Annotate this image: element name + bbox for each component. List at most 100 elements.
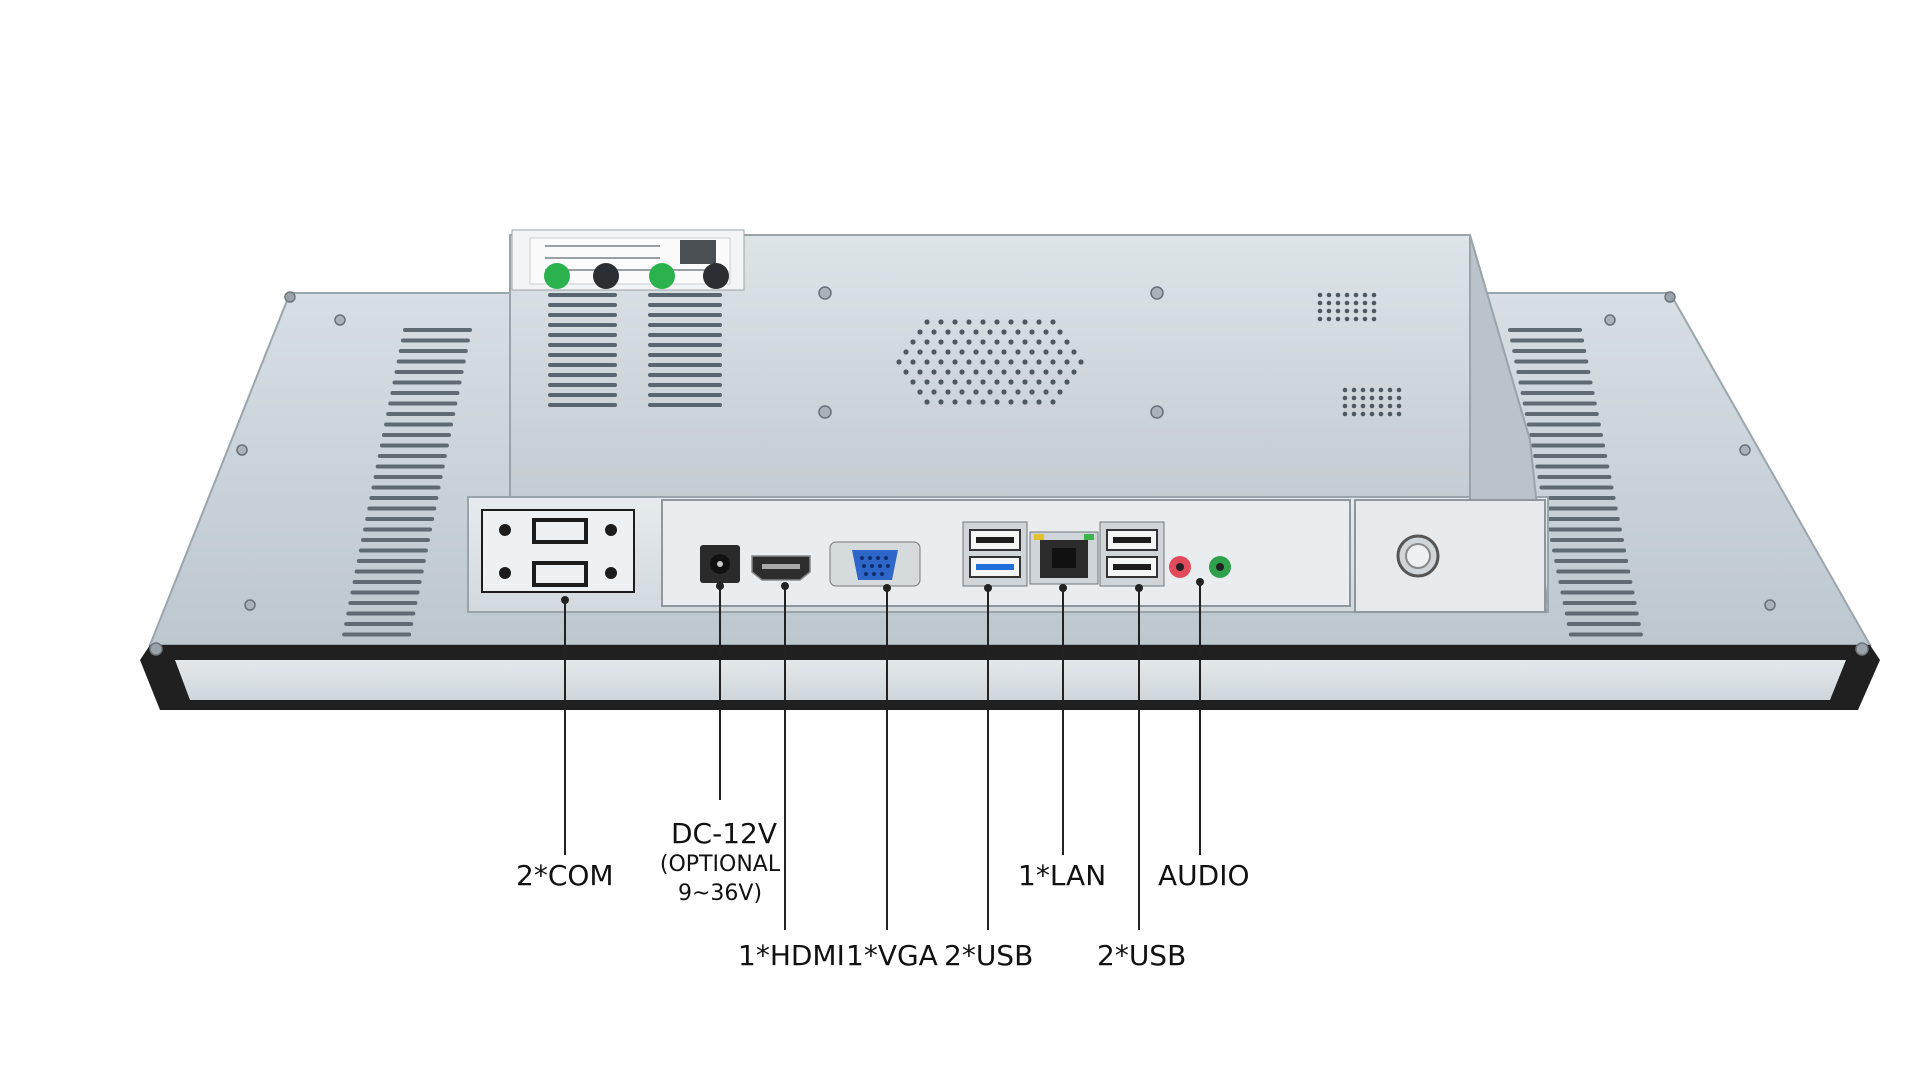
grille-hole <box>1008 339 1014 345</box>
grille-hole <box>1360 411 1366 417</box>
grille-hole <box>917 329 923 335</box>
grille-hole <box>1396 387 1402 393</box>
grille-hole <box>1335 308 1341 314</box>
dc-optional-line2: 9~36V) <box>677 881 763 906</box>
grille-hole <box>931 329 937 335</box>
grille-hole <box>1008 399 1014 405</box>
grille-hole <box>910 339 916 345</box>
grille-hole <box>1050 319 1056 325</box>
grille-hole <box>1036 359 1042 365</box>
grille-hole <box>910 359 916 365</box>
grille-hole <box>924 339 930 345</box>
dc-power-callout-label: DC-12V <box>671 817 777 850</box>
lan-port <box>1029 531 1099 585</box>
grille-hole <box>910 379 916 385</box>
com-ports <box>481 509 635 593</box>
usb-ports-right <box>1099 521 1165 587</box>
grille-hole <box>952 379 958 385</box>
grille-hole <box>1344 292 1350 298</box>
grille-hole <box>945 369 951 375</box>
hdmi-port <box>751 555 811 581</box>
grille-hole <box>924 319 930 325</box>
grille-hole <box>1022 399 1028 405</box>
grille-hole <box>1036 399 1042 405</box>
grille-hole <box>1317 300 1323 306</box>
grille-hole <box>1057 349 1063 355</box>
side-grille <box>1317 292 1402 417</box>
grille-hole <box>1378 403 1384 409</box>
grille-hole <box>1064 379 1070 385</box>
grille-hole <box>945 389 951 395</box>
grille-hole <box>1078 359 1084 365</box>
grille-hole <box>959 369 965 375</box>
grille-hole <box>931 369 937 375</box>
grille-hole <box>1342 411 1348 417</box>
grille-hole <box>945 329 951 335</box>
callout-lines <box>564 580 1201 930</box>
grille-hole <box>1371 308 1377 314</box>
grille-hole <box>1015 329 1021 335</box>
callout-dots <box>561 578 1204 604</box>
grille-hole <box>938 399 944 405</box>
grille-hole <box>1015 389 1021 395</box>
grille-hole <box>1360 403 1366 409</box>
grille-hole <box>1317 308 1323 314</box>
grille-hole <box>973 389 979 395</box>
grille-hole <box>1317 316 1323 322</box>
grille-hole <box>959 329 965 335</box>
grille-hole <box>987 389 993 395</box>
power-button <box>1396 534 1440 578</box>
grille-hole <box>1071 369 1077 375</box>
grille-hole <box>1369 403 1375 409</box>
grille-hole <box>1351 403 1357 409</box>
grille-hole <box>1353 300 1359 306</box>
grille-hole <box>1050 399 1056 405</box>
grille-hole <box>1353 316 1359 322</box>
grille-hole <box>1369 395 1375 401</box>
grille-hole <box>959 389 965 395</box>
grille-hole <box>994 399 1000 405</box>
right-vent-slots <box>1508 328 1643 637</box>
grille-hole <box>1071 349 1077 355</box>
grille-hole <box>1001 369 1007 375</box>
grille-hole <box>1015 349 1021 355</box>
grille-hole <box>1371 300 1377 306</box>
grille-hole <box>931 349 937 355</box>
grille-hole <box>994 379 1000 385</box>
grille-hole <box>1351 387 1357 393</box>
grille-hole <box>1326 300 1332 306</box>
dc-optional-line1: (OPTIONAL <box>659 852 781 877</box>
grille-hole <box>952 319 958 325</box>
grille-hole <box>924 379 930 385</box>
grille-hole <box>1036 379 1042 385</box>
grille-hole <box>1001 329 1007 335</box>
grille-hole <box>1360 395 1366 401</box>
grille-hole <box>1371 316 1377 322</box>
grille-hole <box>980 399 986 405</box>
grille-hole <box>938 379 944 385</box>
grille-hole <box>1050 379 1056 385</box>
grille-hole <box>1369 411 1375 417</box>
grille-hole <box>1022 339 1028 345</box>
grille-hole <box>1387 395 1393 401</box>
grille-hole <box>917 349 923 355</box>
grille-hole <box>1378 395 1384 401</box>
grille-hole <box>896 359 902 365</box>
grille-hole <box>987 369 993 375</box>
grille-hole <box>1022 319 1028 325</box>
grille-hole <box>1326 308 1332 314</box>
grille-hole <box>952 359 958 365</box>
grille-hole <box>1008 359 1014 365</box>
vga-port <box>829 541 921 587</box>
enclosure-vent-slots <box>548 293 722 407</box>
grille-hole <box>994 339 1000 345</box>
grille-hole <box>1029 389 1035 395</box>
grille-hole <box>1353 292 1359 298</box>
grille-hole <box>945 349 951 355</box>
grille-hole <box>931 389 937 395</box>
grille-hole <box>987 349 993 355</box>
grille-hole <box>1050 359 1056 365</box>
grille-hole <box>1043 369 1049 375</box>
usb-ports-left <box>962 521 1028 587</box>
